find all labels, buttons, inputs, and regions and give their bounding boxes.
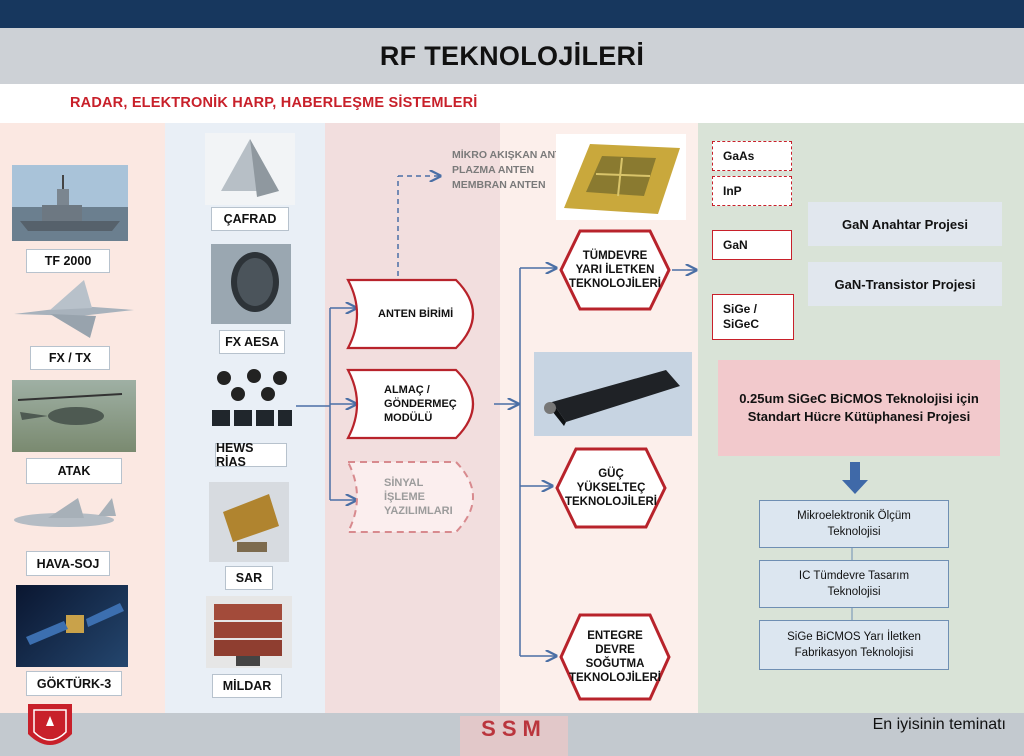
- antenna-unit-label: ANTEN BİRİMİ: [378, 308, 454, 320]
- transceiver-unit-label: ALMAÇ / GÖNDERMEÇ MODÜLÜ: [384, 384, 457, 424]
- aircraft-image: [8, 488, 132, 546]
- platform-label-havasoj: HAVA-SOJ: [26, 551, 110, 576]
- fighter-jet-icon: [14, 280, 134, 338]
- material-gaas: GaAs: [712, 141, 792, 171]
- cafrad-image: [205, 133, 295, 205]
- transceiver-unit-shape: [346, 368, 475, 440]
- system-label-hewsrias: HEWS RİAS: [215, 441, 287, 469]
- ssm-emblem: [22, 700, 78, 756]
- semiconductor-hex-shape: [559, 229, 671, 311]
- sar-image: [209, 482, 289, 562]
- cooling-tech-label: ENTEGRE DEVRE SOĞUTMA TEKNOLOJİLERİ: [568, 630, 661, 684]
- helicopter-image: [12, 380, 136, 452]
- ship-icon: [20, 175, 120, 231]
- page-title: RF TEKNOLOJİLERİ: [379, 40, 645, 71]
- power-amp-tech-label: GÜÇ YÜKSELTEÇ TEKNOLOJİLERİ: [564, 468, 657, 508]
- antenna-unit-shape: [346, 278, 475, 350]
- cooling-hex-shape: [559, 613, 671, 701]
- platform-label-fxtx: FX / TX: [30, 346, 110, 370]
- ssm-logo: SSM: [460, 716, 568, 756]
- antenna-type-item: PLAZMA ANTEN: [452, 164, 535, 176]
- tech-sige-fabrication: SiGe BiCMOS Yarı İletken Fabrikasyon Tek…: [759, 620, 949, 670]
- platform-label-atak: ATAK: [26, 458, 122, 484]
- material-gan: GaN: [712, 230, 792, 260]
- title-bar: RF TEKNOLOJİLERİ: [0, 28, 1024, 84]
- antenna-type-item: MEMBRAN ANTEN: [452, 179, 546, 191]
- antenna-type-item: MİKRO AKIŞKAN ANTEN: [452, 149, 577, 161]
- hews-image: [208, 366, 294, 436]
- chip-icon: [564, 144, 680, 214]
- system-label-mildar: MİLDAR: [212, 674, 282, 698]
- helicopter-icon: [17, 393, 123, 425]
- radar-pyramid-icon: [221, 139, 279, 197]
- aesa-antenna-icon: [231, 252, 279, 312]
- footer-slogan: En iyisinin teminatı: [872, 716, 1006, 733]
- satellite-icon: [26, 603, 124, 645]
- module-image: [534, 352, 692, 436]
- project-gan-switch: GaN Anahtar Projesi: [808, 202, 1002, 246]
- hews-modules-icon: [212, 369, 292, 426]
- project-bicmos-library: 0.25um SiGeC BiCMOS Teknolojisi için Sta…: [718, 360, 1000, 456]
- sar-antenna-icon: [223, 494, 279, 552]
- antenna-types-list: MİKRO AKIŞKAN ANTEN PLAZMA ANTEN MEMBRAN…: [452, 148, 576, 193]
- mildar-image: [206, 596, 292, 668]
- tech-microelectronic-measurement: Mikroelektronik Ölçüm Teknolojisi: [759, 500, 949, 548]
- top-bar: [0, 0, 1024, 28]
- page-subtitle: RADAR, ELEKTRONİK HARP, HABERLEŞME SİSTE…: [70, 95, 478, 111]
- project-gan-transistor: GaN-Transistor Projesi: [808, 262, 1002, 306]
- ship-image: [12, 165, 128, 241]
- fx-aesa-image: [211, 244, 291, 324]
- ssm-emblem-icon: [28, 704, 72, 745]
- material-inp: InP: [712, 176, 792, 206]
- mildar-radar-icon: [214, 604, 282, 666]
- tech-ic-design: IC Tümdevre Tasarım Teknolojisi: [759, 560, 949, 608]
- rf-module-icon: [534, 352, 692, 436]
- signal-unit-shape: [346, 461, 474, 533]
- aircraft-icon: [14, 498, 116, 527]
- power-amp-hex-shape: [555, 447, 667, 529]
- system-label-sar: SAR: [225, 566, 273, 590]
- material-sige: SiGe / SiGeC: [712, 294, 794, 340]
- platform-label-gokturk3: GÖKTÜRK-3: [26, 671, 122, 696]
- jet-image: [10, 276, 138, 340]
- signal-unit-label: SİNYAL İŞLEME YAZILIMLARI: [384, 477, 453, 517]
- platform-label-tf2000: TF 2000: [26, 249, 110, 273]
- system-label-fxaesa: FX AESA: [219, 330, 285, 354]
- semiconductor-tech-label: TÜMDEVRE YARI İLETKEN TEKNOLOJİLERİ: [568, 250, 661, 290]
- system-label-cafrad: ÇAFRAD: [211, 207, 289, 231]
- chip-image: [556, 134, 686, 220]
- satellite-image: [16, 585, 128, 667]
